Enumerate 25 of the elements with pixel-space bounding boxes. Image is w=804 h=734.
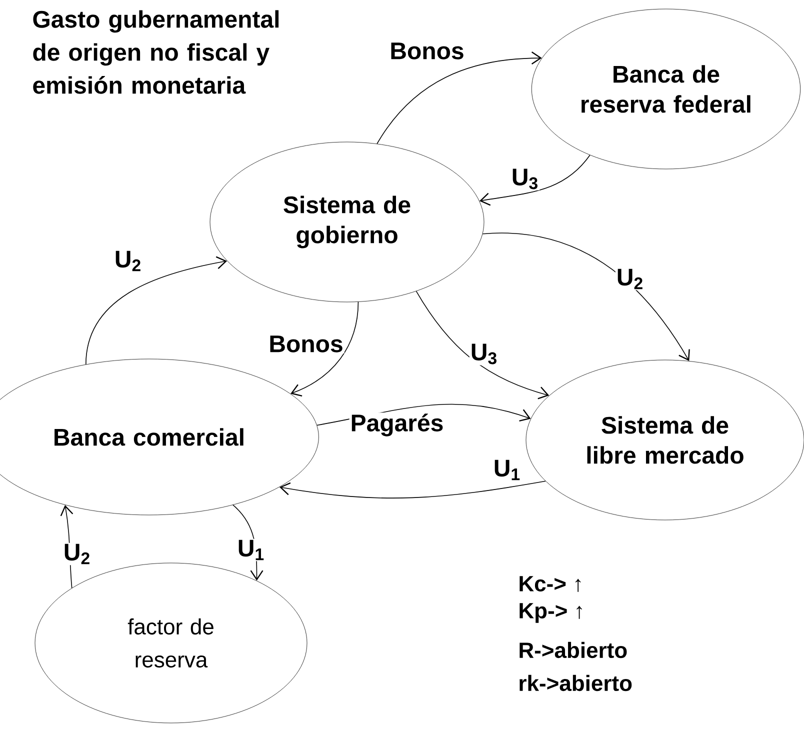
edge-label: Pagarés (349, 412, 445, 438)
ellipse-node: Sistema de libre mercado (526, 360, 804, 520)
edge-label: U$_{1}$ (236, 538, 266, 562)
note: Kc-> ↑ (520, 576, 581, 592)
arrow (479, 154, 590, 206)
edge-label: U$_{2}$ (615, 268, 645, 290)
title: Gasto gubernamental de origen no fiscal y emisión monetaria (33, 10, 279, 94)
note: R->abierto (520, 642, 627, 658)
arrow (290, 302, 359, 396)
arrow (86, 256, 228, 365)
note: rk->abierto (520, 674, 632, 692)
arrow (376, 52, 542, 144)
arrow (482, 232, 690, 361)
edge-label: U$_{2}$ (113, 250, 143, 272)
ellipse-node: Banca de reserva federal (531, 8, 801, 170)
edge-label: U$_{2}$ (62, 542, 92, 566)
edge-label: Bonos (268, 334, 344, 354)
edge-label: U$_{1}$ (492, 458, 522, 482)
arrow (416, 290, 550, 400)
note: Kp-> ↑ (520, 603, 582, 623)
ellipse-node: Sistema de gobierno (210, 142, 484, 302)
arrow (279, 480, 546, 498)
edge-label: U$_{3}$ (469, 342, 499, 366)
edge-label: Bonos (388, 42, 466, 60)
edge-label: U$_{3}$ (510, 168, 540, 190)
